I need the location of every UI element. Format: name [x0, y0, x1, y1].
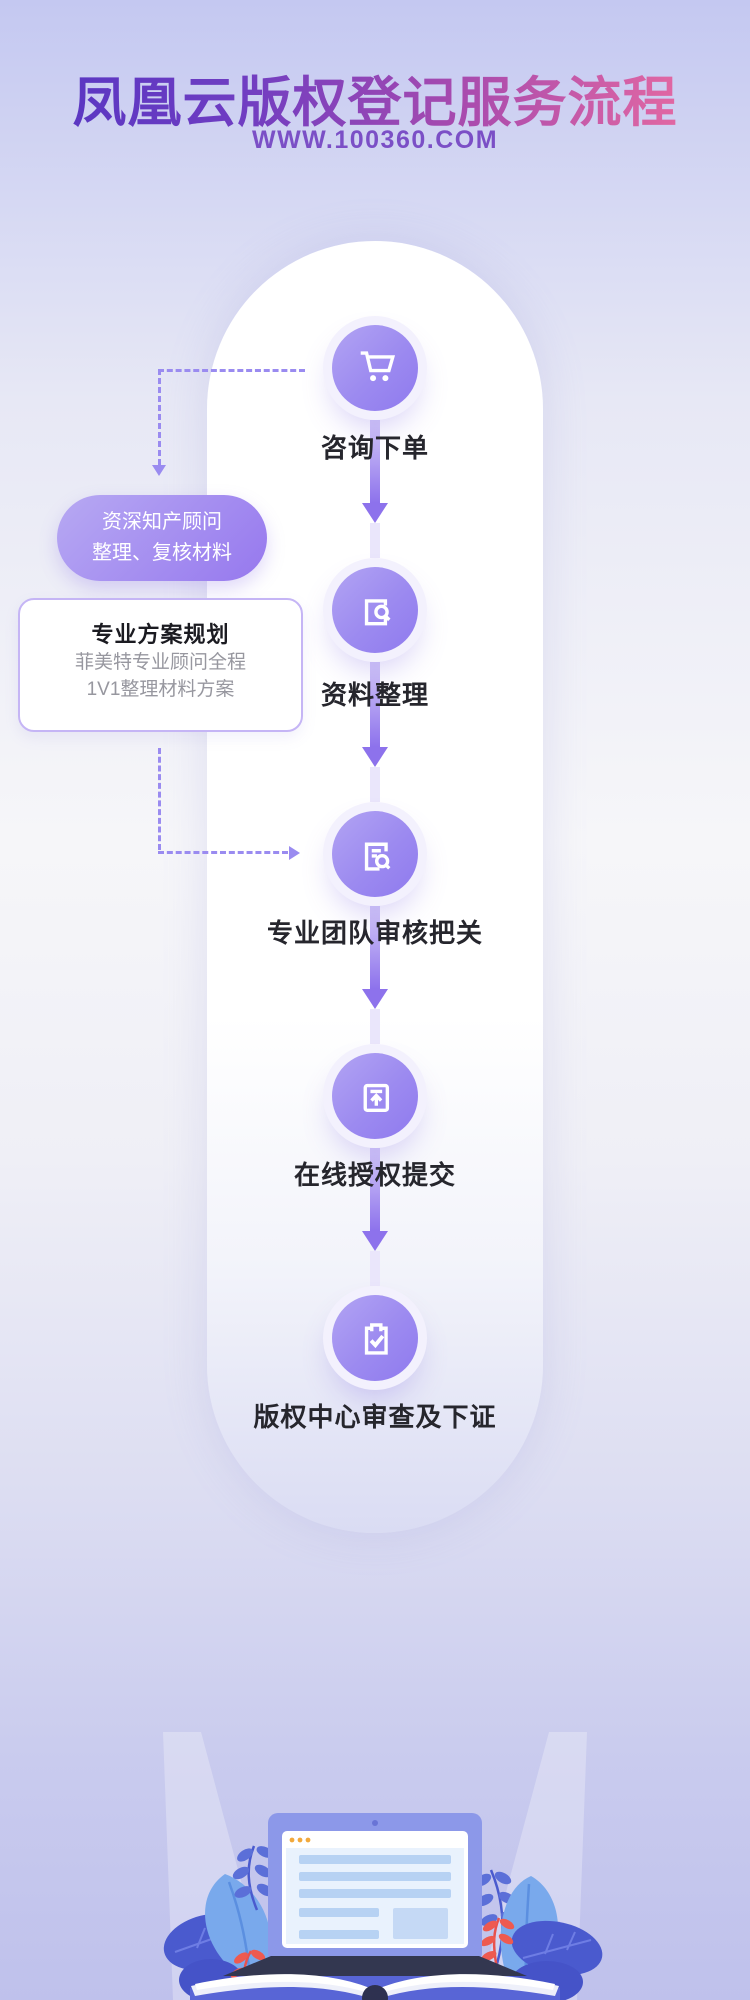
page-title: 凤凰云版权登记服务流程 — [0, 58, 750, 137]
connector-band — [370, 1251, 380, 1286]
step-label-1: 咨询下单 — [320, 433, 429, 463]
laptop-webcam — [372, 1820, 378, 1826]
badge-line-1: 资深知产顾问 — [102, 511, 222, 533]
step-circle-2 — [332, 567, 418, 653]
plant-right-red-fern — [480, 1917, 515, 1969]
card-title: 专业方案规划 — [91, 622, 230, 647]
arrow-down-icon — [362, 747, 388, 767]
step-circle-1 — [332, 325, 418, 411]
dashed-line — [158, 369, 161, 465]
arrow-down-icon — [152, 465, 166, 476]
document-review-icon — [364, 842, 391, 871]
advisor-badge: 资深知产顾问 整理、复核材料 — [57, 495, 267, 581]
browser-dots — [289, 1837, 311, 1843]
connector-band — [370, 523, 380, 558]
dashed-line — [158, 851, 288, 854]
step-circle-3 — [332, 811, 418, 897]
clipboard-check-icon — [364, 1323, 388, 1355]
step-circle-4 — [332, 1053, 418, 1139]
badge-line-2: 整理、复核材料 — [92, 542, 232, 564]
cart-icon — [360, 351, 396, 382]
connector-band — [370, 420, 380, 503]
arrow-down-icon — [362, 989, 388, 1009]
dashed-line — [158, 748, 161, 850]
plan-card: 专业方案规划 菲美特专业顾问全程 1V1整理材料方案 — [18, 598, 303, 732]
laptop-book-illustration — [163, 1732, 603, 2000]
step-label-5: 版权中心审查及下证 — [253, 1402, 497, 1432]
connector-band — [370, 767, 380, 802]
plant-right-dark-leaf — [511, 1920, 603, 1976]
connector-band — [370, 1148, 380, 1231]
step-label-4: 在线授权提交 — [293, 1160, 456, 1190]
connector-band — [370, 662, 380, 747]
arrow-down-icon — [362, 1231, 388, 1251]
open-book — [190, 1974, 560, 2000]
connector-band — [370, 906, 380, 989]
arrow-right-icon — [289, 846, 300, 860]
dashed-line — [158, 369, 305, 372]
laptop — [223, 1813, 527, 1988]
step-label-2: 资料整理 — [320, 680, 429, 710]
screen-text-bars — [299, 1855, 451, 1939]
arrow-down-icon — [362, 503, 388, 523]
book-spine-knob — [362, 1985, 388, 2000]
website-url: WWW.100360.COM — [251, 126, 499, 154]
upload-icon — [363, 1083, 390, 1112]
document-search-icon — [364, 599, 391, 626]
laptop-keyboard — [223, 1956, 527, 1976]
card-line-1: 菲美特专业顾问全程 — [74, 652, 246, 673]
step-circle-5 — [332, 1295, 418, 1381]
card-line-2: 1V1整理材料方案 — [86, 679, 235, 700]
connector-band — [370, 1009, 380, 1044]
step-label-3: 专业团队审核把关 — [266, 918, 483, 948]
